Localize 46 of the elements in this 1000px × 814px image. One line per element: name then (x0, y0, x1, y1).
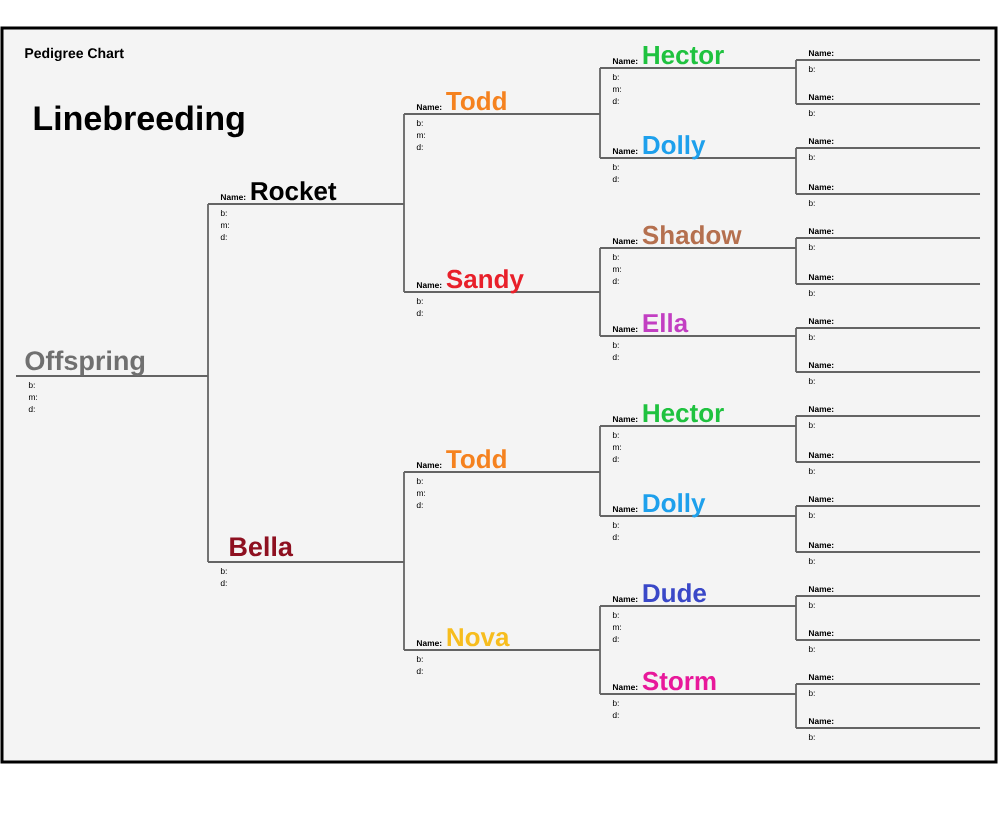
bracket-line (403, 471, 405, 563)
animal-name: Ella (643, 313, 689, 333)
bracket-line (207, 203, 209, 377)
bracket-line (599, 605, 601, 651)
animal-name: Shadow (642, 225, 742, 245)
bracket-line (795, 67, 797, 105)
bracket-line (795, 59, 797, 69)
bracket-line (599, 291, 601, 337)
bracket-line (795, 237, 797, 249)
bracket-line (599, 247, 601, 293)
animal-name: Sandy (446, 269, 524, 294)
animal-name: Todd (446, 91, 506, 111)
bracket-line (599, 425, 601, 473)
bracket-line (795, 335, 797, 373)
bracket-line (795, 327, 797, 337)
animal-name: Todd (446, 449, 506, 469)
bracket-line (403, 561, 405, 651)
animal-name: Dolly (643, 135, 706, 160)
bracket-line (403, 203, 405, 293)
bracket-line (795, 683, 797, 695)
animal-name: Dude (643, 583, 706, 603)
animal-name: Offspring (25, 350, 145, 376)
bracket-line (599, 471, 601, 517)
animal-name: Hector (643, 46, 724, 65)
title: Linebreeding (34, 105, 244, 138)
bracket-line (795, 415, 797, 427)
animal-name: Storm (642, 671, 716, 691)
bracket-line (795, 425, 797, 463)
animal-name: Nova (447, 628, 510, 647)
animal-name: Dolly (643, 493, 706, 518)
bracket-line (795, 505, 797, 517)
bracket-line (599, 67, 601, 115)
bracket-line (795, 157, 797, 195)
bracket-line (795, 605, 797, 641)
bracket-line (403, 113, 405, 205)
bracket-line (795, 147, 797, 159)
bracket-line (207, 375, 209, 563)
bracket-line (795, 247, 797, 285)
bracket-line (599, 649, 601, 695)
animal-name: Bella (230, 536, 294, 557)
bracket-line (795, 693, 797, 729)
animal-name: Rocket (251, 181, 337, 201)
animal-name: Hector (643, 404, 724, 423)
bracket-line (795, 515, 797, 553)
bracket-line (599, 113, 601, 159)
bracket-line (795, 595, 797, 607)
